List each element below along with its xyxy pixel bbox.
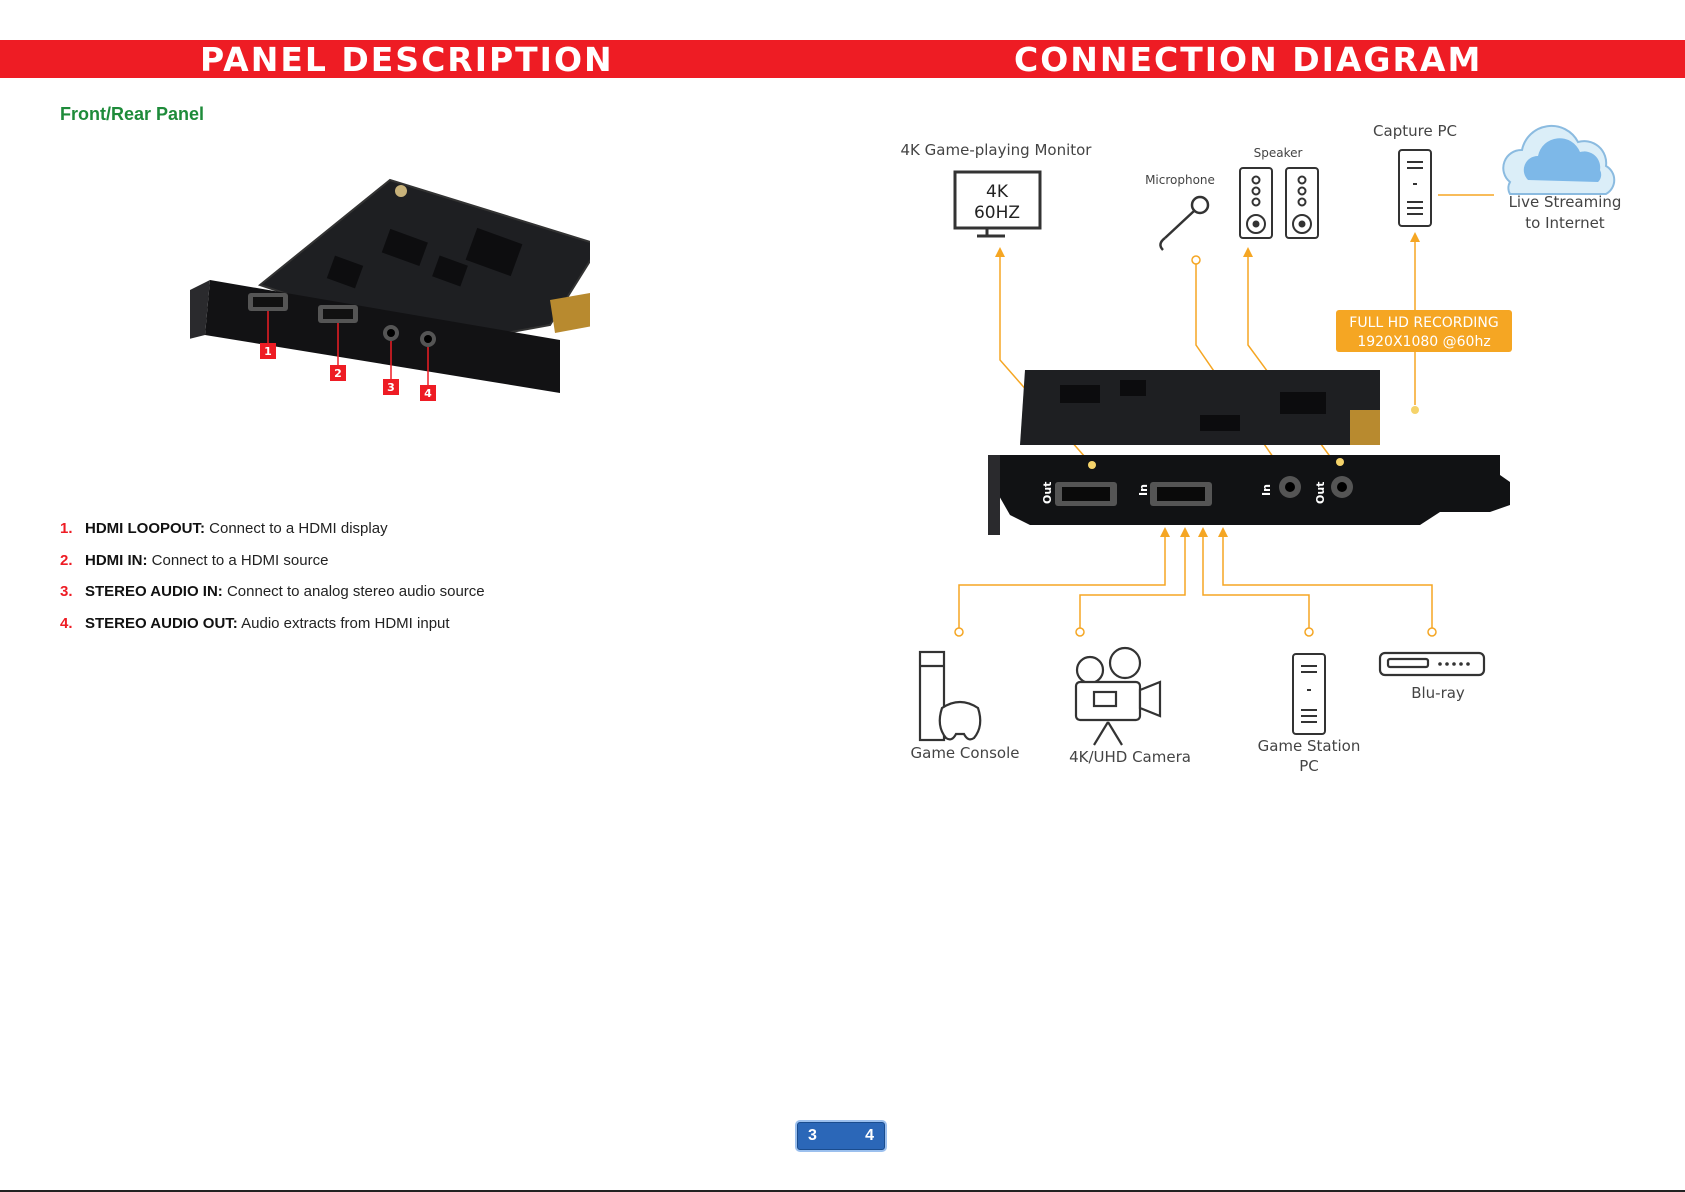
front-rear-panel-heading: Front/Rear Panel [60,104,205,124]
panel-legend: 1. HDMI LOOPOUT: Connect to a HDMI displa… [60,520,760,646]
legend-key: HDMI IN: [85,551,148,569]
legend-item: 3. STEREO AUDIO IN: Connect to analog ste… [60,583,760,615]
connection-diagram: 4K Game-playing Monitor 4K 60HZ Micropho… [901,122,1622,775]
game-station-pc-label: PC [1299,757,1319,775]
legend-description: Connect to analog stereo audio source [222,583,485,600]
recording-badge-title: FULL HD RECORDING [1349,315,1498,331]
callout-4: 4 [424,387,432,400]
monitor-screen-60hz: 60HZ [974,203,1020,223]
game-station-pc-icon [1292,653,1326,735]
monitor-icon [953,170,1042,238]
monitor-screen-4k: 4K [986,182,1009,202]
legend-number: 4. [60,614,73,632]
recording-badge [1336,310,1512,352]
port-label-audio-out: Out [1314,482,1327,504]
legend-item: 2. HDMI IN: Connect to a HDMI source [60,552,760,584]
port-label-in: In [1137,484,1150,496]
bluray-player-icon [1378,651,1486,677]
page-number-right: 4 [865,1127,874,1144]
port-label-out: Out [1041,482,1054,504]
cloud-icon [1502,124,1616,195]
connection-diagram-title: CONNECTION DIAGRAM [1014,40,1483,79]
speaker-icon [1239,167,1319,239]
recording-badge-spec: 1920X1080 @60hz [1357,334,1490,350]
capture-card-diagram [988,370,1510,535]
microphone-icon [1159,195,1210,251]
legend-description: Audio extracts from HDMI input [237,614,450,632]
capture-card-photo: 1 2 3 4 [190,178,590,401]
callout-3: 3 [387,381,395,394]
legend-description: Connect to a HDMI source [147,551,329,569]
bluray-label: Blu-ray [1411,684,1465,702]
legend-key: HDMI LOOPOUT: [85,520,205,537]
camera-label: 4K/UHD Camera [1069,748,1191,766]
hdmi-loopout-port [248,293,288,311]
monitor-label: 4K Game-playing Monitor [901,141,1093,159]
speaker-label: Speaker [1254,146,1303,160]
live-streaming-label: Live Streaming [1509,193,1622,211]
microphone-label: Microphone [1145,173,1215,187]
game-station-label: Game Station [1258,737,1361,755]
page-number-left: 3 [808,1127,817,1144]
hdmi-in-port [318,305,358,323]
panel-description-title: PANEL DESCRIPTION [200,40,614,79]
legend-number: 1. [60,520,73,537]
capture-pc-label: Capture PC [1373,122,1457,140]
to-internet-label: to Internet [1525,214,1605,232]
game-console-icon [918,650,982,742]
camera-icon [1074,646,1162,746]
header-banner: PANEL DESCRIPTION CONNECTION DIAGRAM [0,40,1685,79]
legend-number: 2. [60,551,73,569]
game-console-label: Game Console [911,744,1020,762]
capture-pc-icon [1398,149,1432,227]
callout-1: 1 [264,345,272,358]
port-label-audio-in: In [1260,484,1273,496]
callout-2: 2 [334,367,342,380]
legend-number: 3. [60,583,73,600]
bottom-rule [0,1190,1685,1192]
legend-item: 4. STEREO AUDIO OUT: Audio extracts from … [60,615,760,647]
legend-description: Connect to a HDMI display [205,520,388,537]
legend-item: 1. HDMI LOOPOUT: Connect to a HDMI displa… [60,520,760,552]
legend-key: STEREO AUDIO OUT: [85,614,238,632]
page-number-badge: 3 4 [797,1122,885,1150]
legend-key: STEREO AUDIO IN: [85,583,223,600]
